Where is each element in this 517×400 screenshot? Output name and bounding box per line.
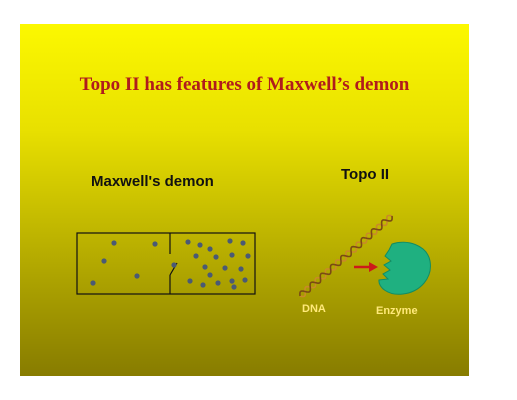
gas-molecule (200, 282, 206, 288)
gas-molecule (245, 253, 251, 259)
gas-molecules (90, 238, 251, 290)
gas-molecule (213, 254, 219, 260)
enzyme-shape (378, 241, 431, 295)
gas-molecule (171, 262, 177, 268)
maxwell-demon-heading: Maxwell's demon (91, 173, 214, 190)
gas-molecule (202, 264, 208, 270)
topo-ii-heading: Topo II (341, 166, 390, 183)
gas-molecule (242, 277, 248, 283)
slide-title: Topo II has features of Maxwell’s demon (79, 74, 410, 95)
dna-strand-b (299, 215, 393, 297)
gas-molecule (238, 266, 244, 272)
slide: Topo II has features of Maxwell’s demon … (20, 24, 469, 376)
gas-molecule (229, 278, 235, 284)
gas-molecule (90, 280, 96, 286)
gas-molecule (240, 240, 246, 246)
gas-molecule (101, 258, 107, 264)
gas-molecule (215, 280, 221, 286)
maxwell-demon-illustration (76, 232, 256, 295)
gas-molecule (193, 253, 199, 259)
gas-molecule (207, 246, 213, 252)
gas-molecule (134, 273, 140, 279)
gas-molecule (197, 242, 203, 248)
gas-molecule (187, 278, 193, 284)
gas-molecule (185, 239, 191, 245)
gas-container (76, 232, 256, 295)
enzyme-label: Enzyme (376, 305, 418, 317)
topo-ii-illustration (299, 214, 431, 298)
arrow-head (369, 262, 378, 272)
gas-molecule (222, 265, 228, 271)
gas-molecule (152, 241, 158, 247)
gas-molecule (227, 238, 233, 244)
gas-molecule (229, 252, 235, 258)
gas-molecule (231, 284, 237, 290)
gas-molecule (111, 240, 117, 246)
dna-label: DNA (302, 303, 326, 315)
gas-molecule (207, 272, 213, 278)
diagram-canvas (76, 214, 431, 298)
